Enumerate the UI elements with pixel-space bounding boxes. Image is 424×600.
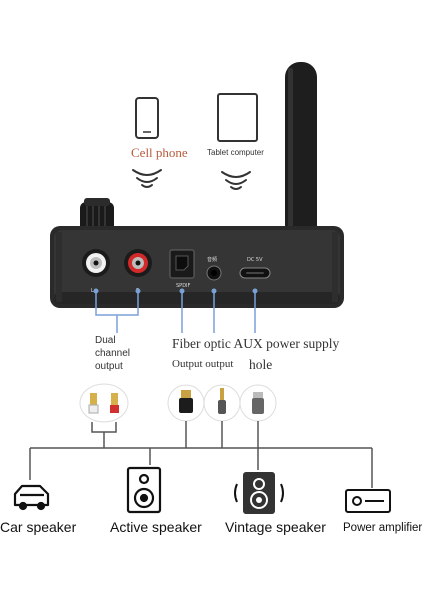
dc-port bbox=[239, 267, 271, 279]
car-speaker-label: Car speaker bbox=[0, 519, 77, 535]
rca-plug-icon bbox=[79, 383, 129, 423]
active-speaker-icon bbox=[126, 466, 162, 514]
amplifier-icon bbox=[345, 489, 391, 513]
fiber-aux-power-label: Fiber optic AUX power supply bbox=[172, 336, 340, 351]
tablet-label: Tablet computer bbox=[207, 148, 264, 157]
vintage-speaker-icon bbox=[234, 472, 284, 514]
spdif-port bbox=[169, 249, 195, 279]
active-speaker-label: Active speaker bbox=[110, 519, 202, 535]
rca-port-right bbox=[124, 249, 152, 277]
dual-channel-label: Dual channel output bbox=[95, 335, 131, 372]
port-label-dc: DC 5V bbox=[247, 257, 263, 263]
dc-plug-icon bbox=[239, 384, 277, 422]
wireless-signal-icon bbox=[221, 171, 251, 190]
device-body bbox=[50, 226, 344, 308]
power-amplifier-label: Power amplifier bbox=[343, 522, 423, 534]
cell-phone-label: Cell phone bbox=[131, 145, 188, 160]
car-icon bbox=[13, 484, 50, 511]
rca-port-left bbox=[82, 249, 110, 277]
connector-lines bbox=[93, 288, 258, 333]
port-label-spdif: SPDIF bbox=[176, 283, 191, 289]
port-label-aux: 音頻 bbox=[207, 256, 217, 263]
output-output-label: Output output bbox=[172, 358, 234, 370]
vintage-speaker-label: Vintage speaker bbox=[225, 519, 326, 535]
port-label-l: L bbox=[91, 288, 94, 294]
aux-port bbox=[206, 265, 222, 281]
aux-plug-icon bbox=[203, 384, 241, 422]
distribution-lines bbox=[29, 421, 373, 488]
cell-phone-icon bbox=[135, 97, 159, 139]
tablet-icon bbox=[217, 93, 258, 142]
wireless-signal-icon bbox=[132, 169, 162, 188]
optical-plug-icon bbox=[167, 384, 205, 422]
hole-label: hole bbox=[249, 357, 273, 372]
